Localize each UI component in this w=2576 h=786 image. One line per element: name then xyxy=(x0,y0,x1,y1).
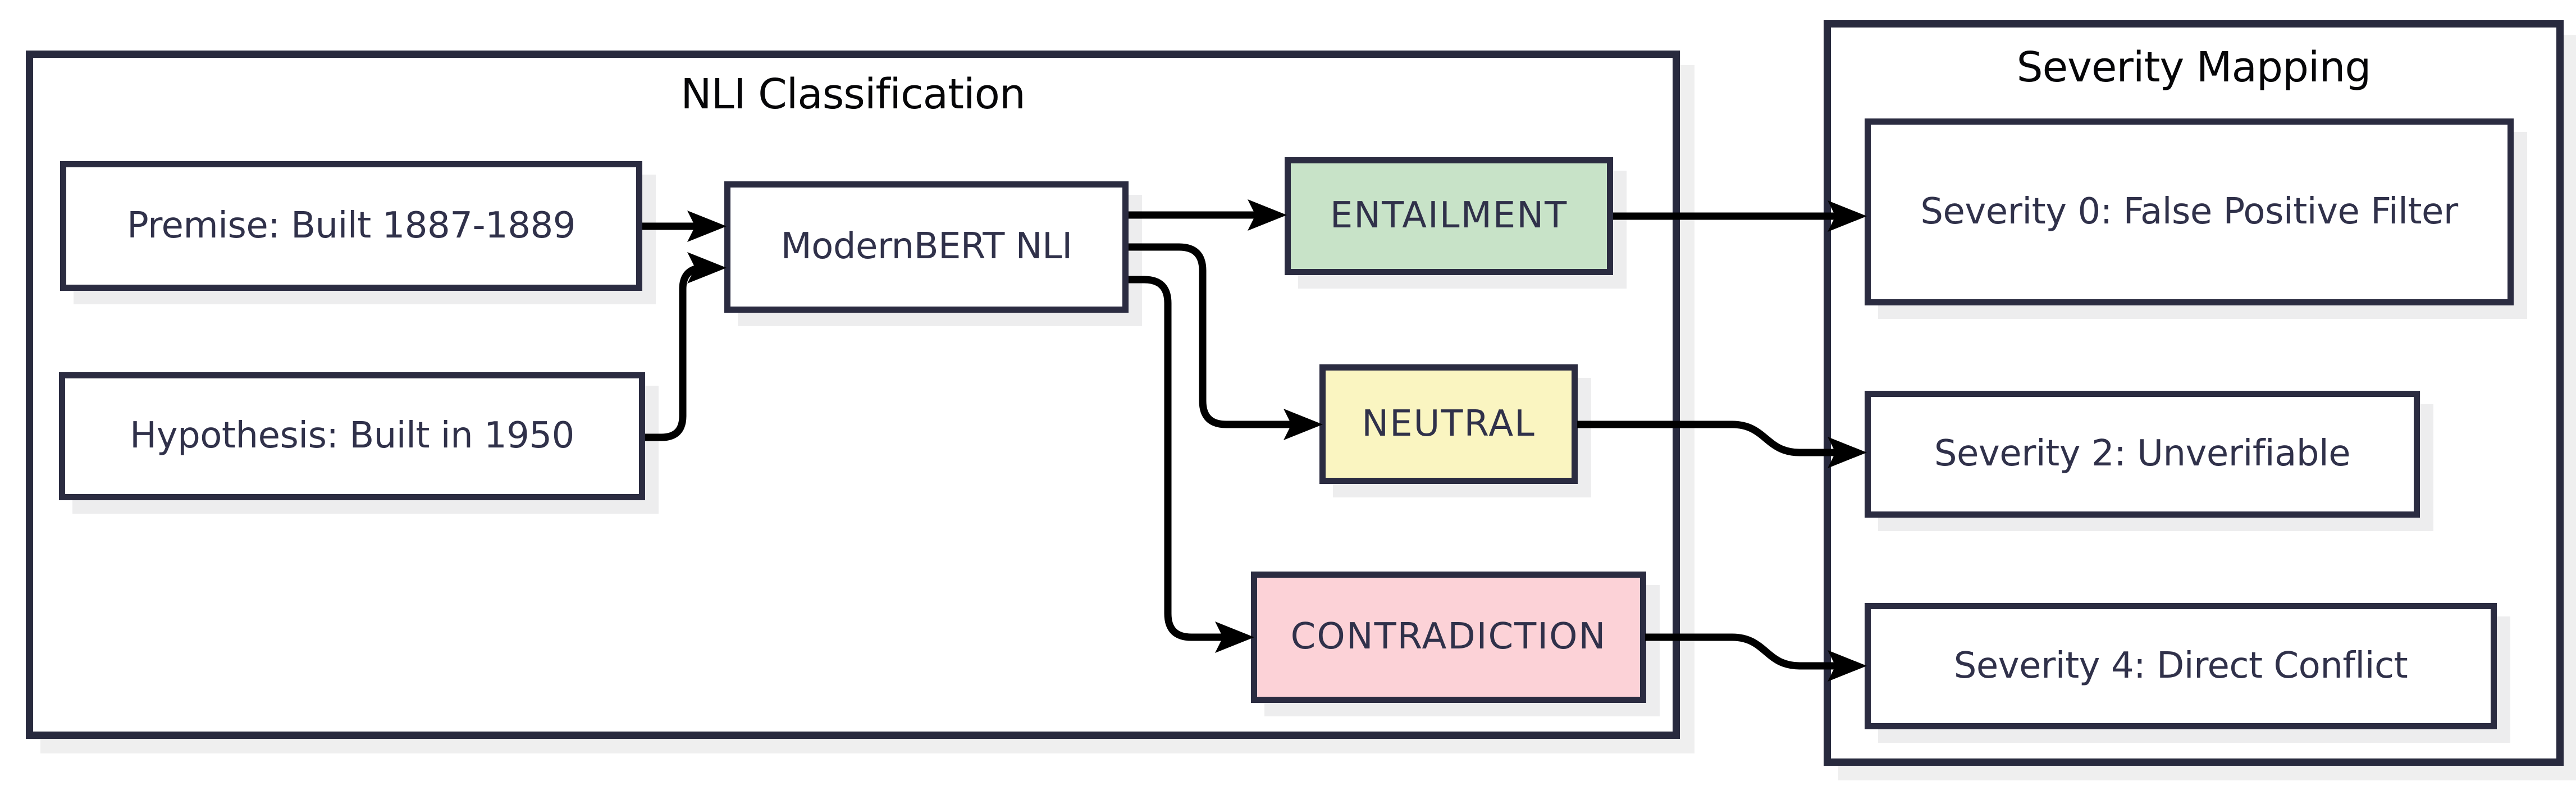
severity-panel-title: Severity Mapping xyxy=(2016,43,2372,92)
nli-panel-title: NLI Classification xyxy=(680,70,1026,118)
contradiction-label: CONTRADICTION xyxy=(1290,616,1607,658)
premise-label: Premise: Built 1887-1889 xyxy=(127,204,576,246)
modernbert-nli-label: ModernBERT NLI xyxy=(780,226,1072,268)
entailment-node: ENTAILMENT xyxy=(1285,157,1613,275)
severity-0-label: Severity 0: False Positive Filter xyxy=(1920,190,2458,232)
severity-2-node: Severity 2: Unverifiable xyxy=(1865,391,2420,518)
modernbert-nli-node: ModernBERT NLI xyxy=(724,181,1129,313)
hypothesis-node: Hypothesis: Built in 1950 xyxy=(59,372,645,500)
severity-4-label: Severity 4: Direct Conflict xyxy=(1953,645,2408,687)
severity-2-label: Severity 2: Unverifiable xyxy=(1934,433,2351,475)
severity-4-node: Severity 4: Direct Conflict xyxy=(1865,603,2497,729)
neutral-node: NEUTRAL xyxy=(1319,364,1578,484)
premise-node: Premise: Built 1887-1889 xyxy=(60,161,642,291)
neutral-label: NEUTRAL xyxy=(1362,403,1536,445)
hypothesis-label: Hypothesis: Built in 1950 xyxy=(130,415,574,457)
contradiction-node: CONTRADICTION xyxy=(1251,572,1646,703)
severity-0-node: Severity 0: False Positive Filter xyxy=(1865,118,2514,305)
entailment-label: ENTAILMENT xyxy=(1330,195,1568,237)
